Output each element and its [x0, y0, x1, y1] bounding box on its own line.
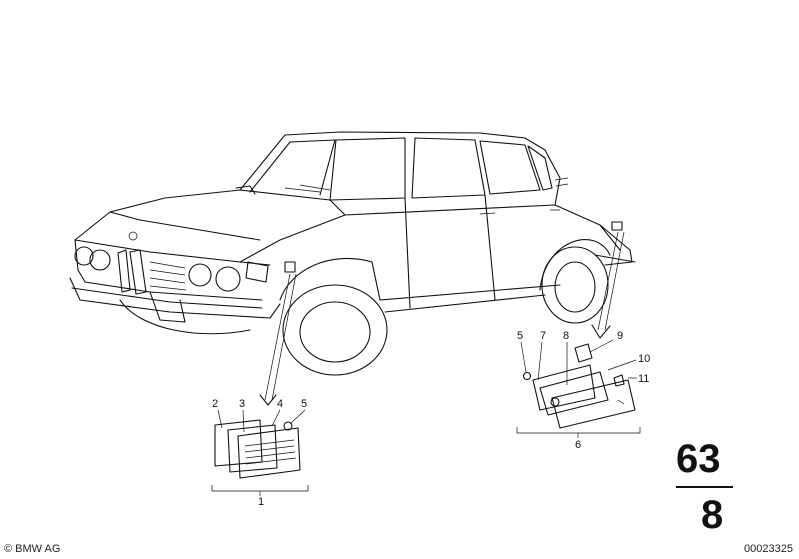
- callout-7: 7: [540, 330, 546, 342]
- callout-10: 10: [638, 353, 650, 365]
- callout-6: 6: [575, 439, 581, 451]
- callout-8: 8: [563, 330, 569, 342]
- copyright-notice: © BMW AG: [4, 543, 61, 555]
- main-group-number: 63: [676, 437, 721, 481]
- callout-5-rear: 5: [517, 330, 523, 342]
- callout-9: 9: [617, 330, 623, 342]
- rear-lens: [551, 379, 636, 429]
- front-lens-housing: [227, 424, 278, 473]
- callout-5-front: 5: [301, 398, 307, 410]
- callout-11: 11: [638, 373, 649, 385]
- rear-gasket: [532, 364, 596, 411]
- car-illustration: [69, 131, 636, 376]
- document-number: 00023325: [744, 543, 793, 555]
- callout-2: 2: [212, 398, 218, 410]
- rear-side-marker-assembly: [516, 231, 641, 438]
- front-lens: [237, 427, 301, 479]
- rear-bulb-socket: [574, 343, 593, 363]
- sub-group-number: 8: [701, 493, 723, 537]
- callout-4: 4: [277, 398, 283, 410]
- callout-1: 1: [258, 496, 264, 508]
- callout-3: 3: [239, 398, 245, 410]
- rear-housing: [539, 371, 609, 416]
- front-side-marker-assembly: [211, 273, 309, 496]
